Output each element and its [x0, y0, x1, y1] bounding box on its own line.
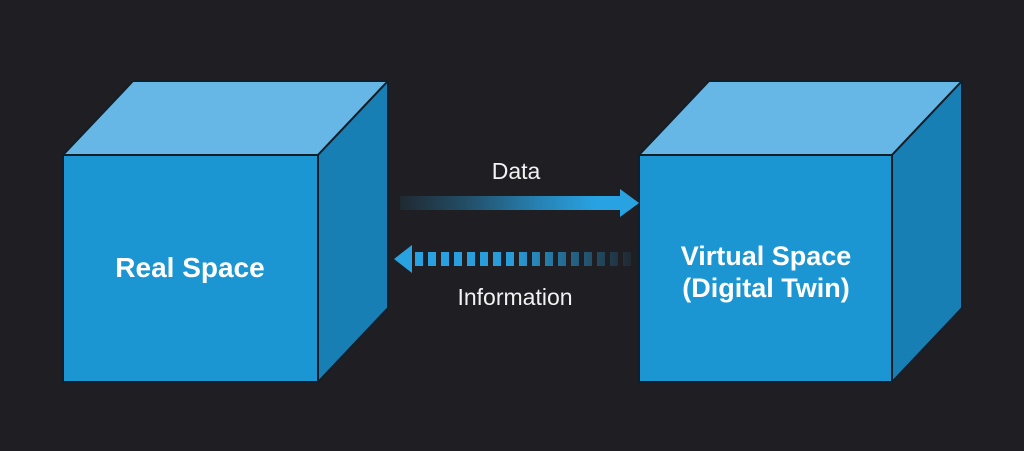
data-arrow-shape [400, 189, 639, 217]
data-arrow [400, 189, 639, 217]
virtual-space-cube [638, 80, 963, 383]
real-space-cube [62, 80, 389, 383]
virtual-space-label-line1: Virtual Space [681, 241, 852, 271]
information-arrow-head [394, 245, 412, 273]
information-arrow [394, 245, 636, 273]
virtual-space-cube-front-face [638, 154, 893, 383]
data-arrow-label: Data [492, 158, 541, 184]
virtual-space-label-line2: (Digital Twin) [682, 273, 849, 303]
real-space-cube-front-face [62, 154, 319, 383]
real-space-label: Real Space [115, 252, 264, 283]
information-arrow-label: Information [457, 284, 572, 310]
